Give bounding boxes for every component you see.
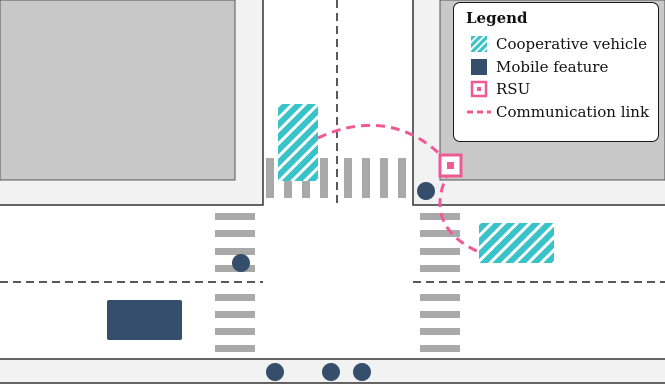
crosswalk-stripe: [344, 158, 352, 198]
legend-label: Mobile feature: [496, 57, 609, 76]
legend-label: Communication link: [496, 102, 650, 121]
crosswalk-stripe: [420, 311, 460, 318]
communication-link-north: [317, 123, 452, 166]
rsu-icon: [466, 80, 492, 98]
legend-label: RSU: [496, 80, 531, 99]
crosswalk-stripe: [215, 345, 255, 352]
crosswalk-stripe: [266, 158, 274, 198]
cooperative-vehicles: [278, 104, 554, 263]
lane-dividers: [0, 0, 665, 283]
legend: Legend Cooperative vehicle Mobile featur…: [453, 2, 659, 142]
mobile-features: [107, 182, 435, 381]
dark-square-icon: [466, 58, 492, 76]
legend-item-rsu: RSU: [466, 78, 648, 101]
road-edge-top-left: [0, 0, 264, 206]
crosswalk-stripe: [380, 158, 388, 198]
crosswalk-stripe: [420, 294, 460, 301]
legend-item-communication-link: Communication link: [466, 101, 650, 124]
crosswalk-stripe: [420, 213, 460, 220]
crosswalk-stripe: [215, 213, 255, 220]
crosswalk-stripe: [420, 230, 460, 237]
road-edge-top-right: [412, 0, 665, 206]
crosswalk-stripe: [215, 294, 255, 301]
mobile-feature-pedestrian: [232, 254, 250, 272]
building-top-left: [0, 0, 236, 181]
cooperative-vehicle-north: [278, 104, 318, 181]
crosswalk-stripe: [215, 311, 255, 318]
rsu-inner: [447, 162, 454, 169]
crosswalk-stripe: [320, 158, 328, 198]
crosswalk-stripe: [215, 230, 255, 237]
crosswalk-stripe: [420, 265, 460, 272]
crosswalk-stripe: [420, 328, 460, 335]
crosswalk-stripe: [215, 328, 255, 335]
crosswalk-stripe: [362, 158, 370, 198]
dashed-line-icon: [466, 103, 492, 121]
legend-title: Legend: [466, 9, 528, 27]
mobile-feature-car: [107, 300, 182, 340]
hatched-square-icon: [466, 35, 492, 53]
crosswalk-stripe: [420, 248, 460, 255]
legend-item-mobile-feature: Mobile feature: [466, 56, 648, 79]
mobile-feature-pedestrian: [417, 182, 435, 200]
mobile-feature-pedestrian: [322, 363, 340, 381]
communication-links: [317, 123, 480, 254]
crosswalk-stripe: [420, 345, 460, 352]
crosswalk-right: [420, 213, 460, 352]
road-edges: [0, 0, 665, 384]
crosswalk-stripe: [398, 158, 406, 198]
cooperative-vehicle-east: [479, 223, 554, 263]
communication-link-east: [438, 169, 480, 254]
mobile-feature-pedestrian: [266, 363, 284, 381]
legend-item-cooperative-vehicle: Cooperative vehicle: [466, 33, 648, 56]
rsu: [438, 153, 463, 178]
crosswalk-stripe: [215, 248, 255, 255]
mobile-feature-pedestrian: [353, 363, 371, 381]
legend-label: Cooperative vehicle: [496, 35, 647, 54]
